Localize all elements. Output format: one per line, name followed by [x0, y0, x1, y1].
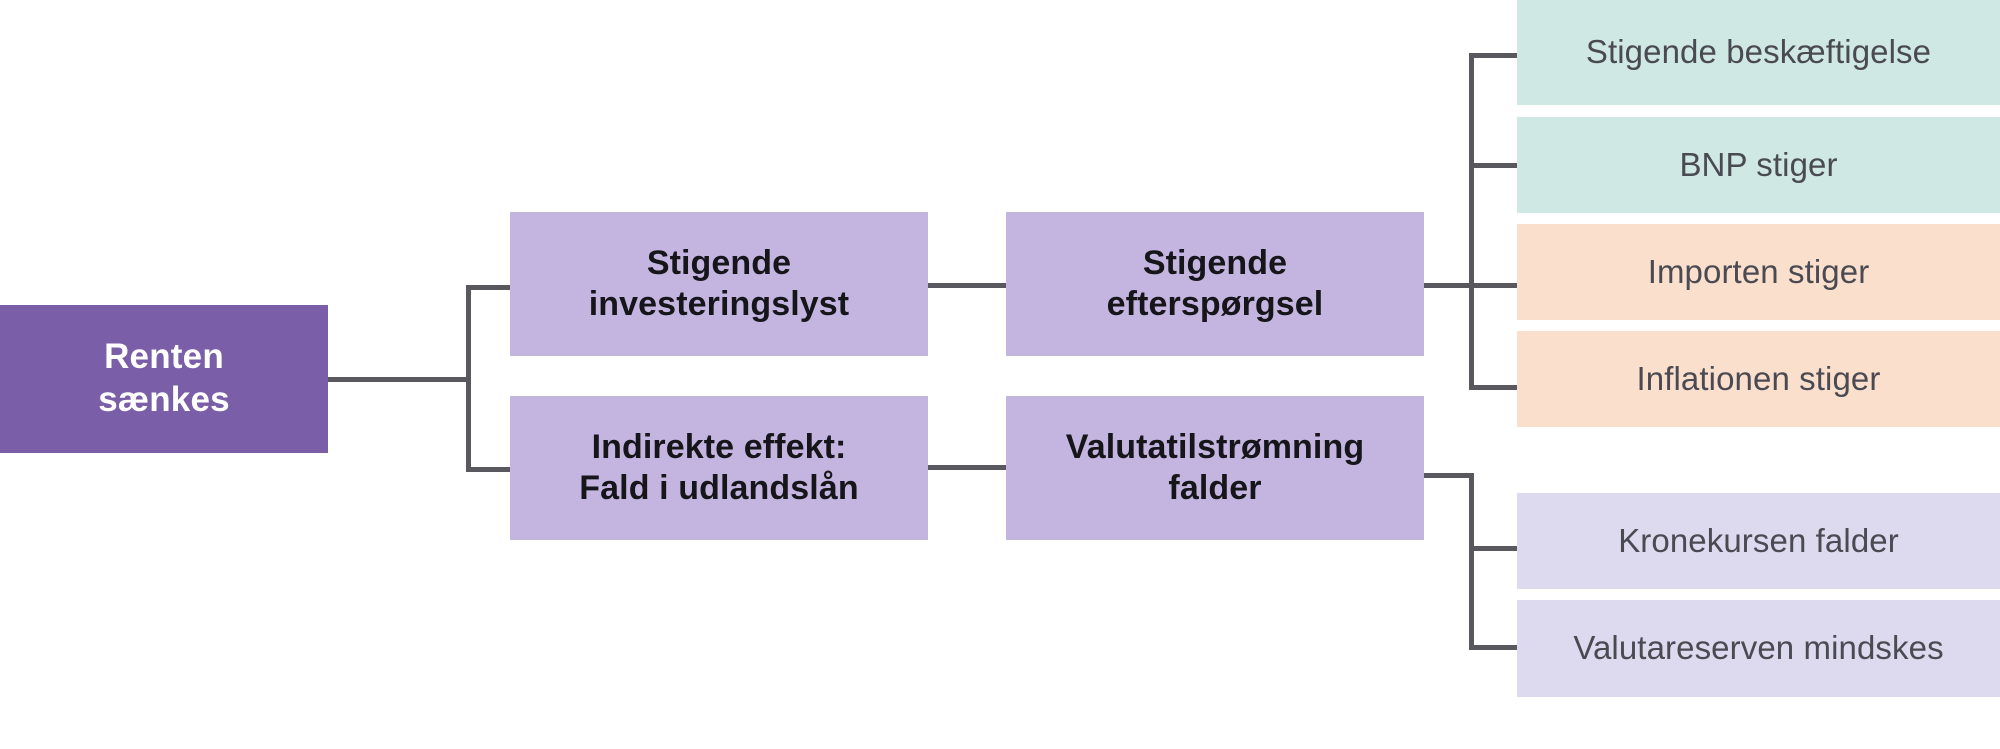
node-outcome-5-label: Valutareserven mindskes	[1573, 629, 1944, 667]
node-outcome-kronekursen-falder[interactable]: Kronekursen falder	[1517, 493, 2000, 589]
node-col2-1-line1: Indirekte effekt:	[591, 427, 847, 466]
connector-col3-row1-feed	[1424, 283, 1518, 288]
node-outcome-1-label: BNP stiger	[1679, 145, 1838, 183]
node-outcome-4-label: Kronekursen falder	[1618, 521, 1899, 559]
connector-col2-col3-row1	[928, 283, 1008, 288]
node-valutatilstroemning-falder[interactable]: Valutatilstrømning falder	[1006, 396, 1424, 540]
node-outcome-importen-stiger[interactable]: Importen stiger	[1517, 224, 2000, 320]
node-outcome-inflationen-stiger[interactable]: Inflationen stiger	[1517, 331, 2000, 427]
node-col3-1-text: Valutatilstrømning falder	[1066, 427, 1364, 510]
node-col2-0-line2: investeringslyst	[588, 285, 850, 323]
node-root-line2: sænkes	[98, 380, 230, 419]
node-outcome-valutareserven-mindskes[interactable]: Valutareserven mindskes	[1517, 600, 2000, 697]
connector-col3-row2-feed	[1424, 473, 1474, 478]
node-outcome-2-label: Importen stiger	[1647, 252, 1870, 290]
node-root-text: Renten sænkes	[98, 336, 230, 421]
connector-outcome-branch-2	[1469, 163, 1519, 168]
node-indirekte-effekt-fald-i-udlandslaan[interactable]: Indirekte effekt: Fald i udlandslån	[510, 396, 928, 540]
connector-bracket1-stem	[466, 285, 471, 472]
node-col2-0-line1: Stigende	[646, 243, 792, 282]
connector-outcome-branch-1	[1469, 53, 1519, 58]
node-outcome-3-label: Inflationen stiger	[1636, 359, 1881, 397]
connector-outcome-branch-4	[1469, 385, 1519, 390]
node-col3-0-line1: Stigende	[1142, 243, 1288, 282]
node-root-line1: Renten	[104, 337, 224, 377]
connector-outcome-branch-6	[1469, 645, 1519, 650]
node-col3-0-line2: efterspørgsel	[1106, 285, 1324, 323]
node-stigende-efterspoergsel[interactable]: Stigende efterspørgsel	[1006, 212, 1424, 356]
node-col2-1-text: Indirekte effekt: Fald i udlandslån	[579, 427, 858, 510]
node-col2-1-line2: Fald i udlandslån	[579, 469, 859, 507]
connector-col2-col3-row2	[928, 465, 1008, 470]
connector-bracket-lower-stem	[1469, 473, 1474, 650]
connector-bracket1-branch-top	[466, 285, 512, 290]
node-stigende-investeringslyst[interactable]: Stigende investeringslyst	[510, 212, 928, 356]
connector-bracket-upper-stem	[1469, 53, 1474, 387]
node-outcome-0-label: Stigende beskæftigelse	[1585, 33, 1932, 71]
node-col3-1-line2: falder	[1168, 469, 1262, 507]
node-col3-1-line1: Valutatilstrømning	[1065, 427, 1365, 466]
connector-outcome-branch-5	[1469, 546, 1519, 551]
node-outcome-bnp-stiger[interactable]: BNP stiger	[1517, 117, 2000, 213]
node-root-renten-saenkes[interactable]: Renten sænkes	[0, 305, 328, 453]
node-outcome-stigende-beskaeftigelse[interactable]: Stigende beskæftigelse	[1517, 0, 2000, 105]
node-col2-0-text: Stigende investeringslyst	[589, 243, 850, 326]
connector-bracket1-branch-bottom	[466, 467, 512, 472]
node-col3-0-text: Stigende efterspørgsel	[1107, 243, 1324, 326]
connector-root-stub	[328, 377, 470, 382]
